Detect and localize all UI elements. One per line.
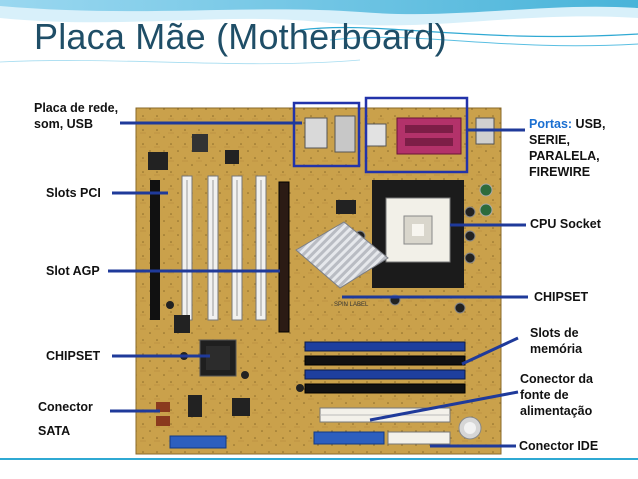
label-ports-accent: Portas: [529,117,573,131]
label-pci-slots: Slots PCI [46,186,101,200]
label-ports-line4: FIREWIRE [529,165,591,179]
heatsink-label: SPIN LABEL [334,302,369,308]
label-cpu-socket: CPU Socket [530,217,601,231]
power-connector [319,407,451,423]
bottom-divider [0,458,638,460]
label-chipset-left: CHIPSET [46,349,101,363]
arrow-memory [461,336,519,366]
rear-io-connectors [304,115,495,155]
label-sata-line2: SATA [38,424,71,438]
header-wave-decoration [0,0,638,65]
pci-slots [150,175,267,321]
agp-slot [278,181,290,333]
label-network-line1: Placa de rede, [34,101,119,115]
label-ports-line3: PARALELA, [529,149,600,163]
label-ports-line2: SERIE, [529,133,570,147]
label-network-line2: som, USB [34,117,94,131]
label-power-line3: alimentação [520,404,593,418]
cpu-socket [372,180,464,288]
rear-panel-highlight-boxes [292,96,469,174]
south-bridge-chip [199,339,237,377]
label-power-connector: Conector da fonte de alimentação [520,371,593,419]
label-ports: Portas: USB, SERIE, PARALELA, FIREWIRE [529,116,605,180]
label-ports-line1: USB, [572,117,606,131]
label-network-sound-usb: Placa de rede, som, USB [34,100,118,132]
arrow-power [369,390,519,422]
label-agp-slot: Slot AGP [46,264,100,278]
label-ide-connector: Conector IDE [519,439,599,453]
label-chipset-right: CHIPSET [534,290,589,304]
slide-title: Placa Mãe (Motherboard) [34,16,447,57]
label-power-line2: fonte de [520,388,569,402]
ide-connectors [313,416,482,445]
label-memory-line1: Slots de [530,326,579,340]
label-power-line1: Conector da [520,372,593,386]
label-sata-connector: Conector SATA [38,399,93,439]
memory-slots [304,341,466,394]
label-memory-line2: memória [530,342,583,356]
label-memory-slots: Slots de memória [530,325,582,357]
label-sata-line1: Conector [38,400,93,414]
chipset-heatsink: SPIN LABEL [295,221,389,308]
label-arrows [108,121,528,448]
